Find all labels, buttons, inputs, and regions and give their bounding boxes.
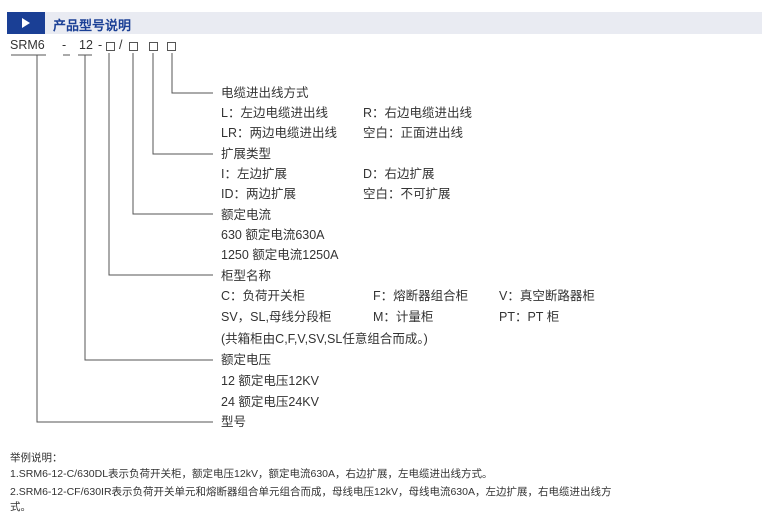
model-code-box-current (129, 42, 138, 51)
cabinet-option-c: C：负荷开关柜 (221, 289, 306, 303)
cabinet-option-f: F：熔断器组合柜 (373, 289, 469, 303)
cable-option-l: L：左边电缆进出线 (221, 106, 328, 120)
model-code-voltage: 12 (79, 38, 93, 52)
model-heading: 型号 (221, 415, 247, 429)
current-heading: 额定电流 (221, 208, 272, 222)
cable-option-r: R：右边电缆进出线 (363, 106, 473, 120)
cabinet-heading: 柜型名称 (221, 269, 272, 283)
cabinet-option-v: V：真空断路器柜 (499, 289, 595, 303)
expansion-option-d: D：右边扩展 (363, 167, 435, 181)
section-header: 产品型号说明 (7, 12, 762, 34)
header-arrow-icon (7, 12, 45, 34)
voltage-option-12: 12 额定电压12KV (221, 374, 319, 388)
model-code-sep2: - (98, 38, 103, 52)
section-title: 产品型号说明 (53, 18, 132, 33)
model-code-box-cable (167, 42, 176, 51)
cabinet-option-pt: PT：PT 柜 (499, 310, 560, 324)
cabinet-note: (共箱柜由C,F,V,SV,SL任意组合而成。) (221, 332, 428, 346)
voltage-option-24: 24 额定电压24KV (221, 395, 319, 409)
expansion-option-id: ID：两边扩展 (221, 187, 297, 201)
model-code-slash: / (119, 38, 123, 52)
cable-option-blank: 空白：正面进出线 (363, 126, 464, 140)
model-code-sep1: - (62, 38, 67, 52)
example-line-2: 2.SRM6-12-CF/630IR表示负荷开关单元和熔断器组合单元组合而成，母… (10, 486, 612, 498)
examples-title: 举例说明： (10, 452, 63, 464)
example-line-1: 1.SRM6-12-C/630DL表示负荷开关柜，额定电压12kV，额定电流63… (10, 468, 493, 480)
current-option-1250: 1250 额定电流1250A (221, 248, 339, 262)
current-option-630: 630 额定电流630A (221, 228, 325, 242)
expansion-option-blank: 空白：不可扩展 (363, 187, 451, 201)
cabinet-option-sv: SV，SL,母线分段柜 (221, 310, 332, 324)
example-line-2-cont: 式。 (10, 501, 31, 513)
cable-heading: 电缆进出线方式 (221, 86, 309, 100)
model-code-prefix: SRM6 (10, 38, 45, 52)
expansion-heading: 扩展类型 (221, 147, 272, 161)
model-code-box-cabinet (106, 42, 115, 51)
voltage-heading: 额定电压 (221, 353, 272, 367)
expansion-option-i: I：左边扩展 (221, 167, 287, 181)
cabinet-option-m: M：计量柜 (373, 310, 434, 324)
cable-option-lr: LR：两边电缆进出线 (221, 126, 337, 140)
model-code-box-expansion (149, 42, 158, 51)
